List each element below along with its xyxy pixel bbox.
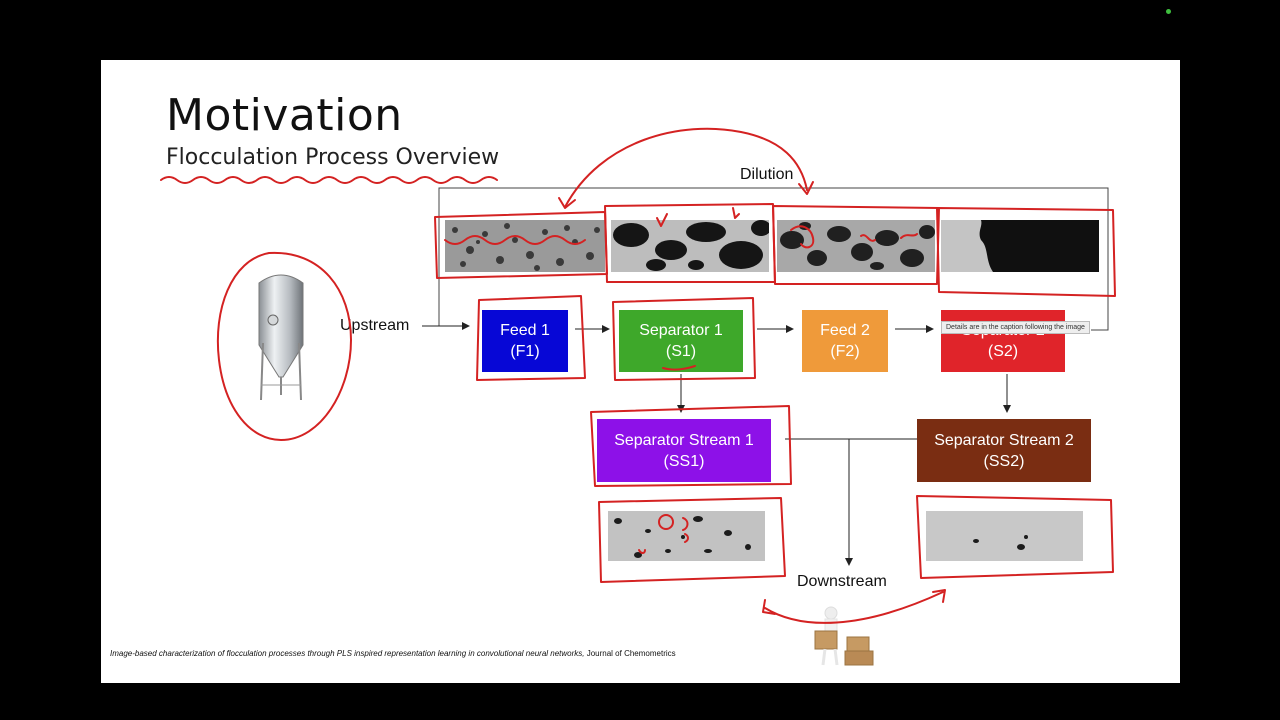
micrograph-feed-2	[777, 220, 935, 272]
node-separator-stream-2: Separator Stream 2 (SS2)	[917, 419, 1091, 482]
delivery-boxes-icon	[814, 606, 874, 666]
upstream-label: Upstream	[340, 317, 410, 334]
downstream-label: Downstream	[797, 573, 887, 590]
node-feed-2-name: Feed 2	[820, 322, 870, 339]
node-feed-1-name: Feed 1	[500, 322, 550, 339]
node-feed-1-abbr: (F1)	[510, 343, 540, 360]
slide-subtitle: Flocculation Process Overview	[166, 145, 500, 170]
image-tooltip: Details are in the caption following the…	[941, 321, 1090, 334]
node-feed-2: Feed 2 (F2)	[802, 310, 888, 372]
dilution-label: Dilution	[740, 166, 794, 183]
node-separator-stream-1-abbr: (SS1)	[663, 452, 705, 470]
micrograph-separator-2	[941, 220, 1099, 272]
node-feed-1: Feed 1 (F1)	[482, 310, 568, 372]
node-separator-1: Separator 1 (S1)	[619, 310, 743, 372]
micrograph-separator-stream-1	[608, 511, 765, 561]
citation-title: Image-based characterization of floccula…	[110, 649, 585, 658]
node-feed-2-abbr: (F2)	[830, 343, 860, 360]
micrograph-separator-1	[611, 220, 769, 272]
micrograph-separator-stream-2	[926, 511, 1083, 561]
presentation-slide: Motivation Flocculation Process Overview	[101, 60, 1180, 683]
node-separator-stream-1-name: Separator Stream 1	[614, 431, 754, 449]
fermentation-tank-icon	[258, 274, 304, 401]
node-separator-stream-2-abbr: (SS2)	[983, 452, 1025, 470]
citation-journal: Journal of Chemometrics	[584, 649, 676, 658]
node-separator-stream-1: Separator Stream 1 (SS1)	[597, 419, 771, 482]
micrograph-feed-1	[445, 220, 605, 272]
citation: Image-based characterization of floccula…	[110, 648, 676, 660]
node-separator-stream-2-name: Separator Stream 2	[934, 431, 1074, 449]
node-separator-2: Separator 2 (S2)	[941, 310, 1065, 372]
status-indicator-dot	[1166, 9, 1171, 14]
node-separator-1-abbr: (S1)	[665, 343, 697, 360]
slide-title: Motivation	[166, 90, 403, 141]
node-separator-2-abbr: (S2)	[987, 343, 1019, 360]
node-separator-1-name: Separator 1	[639, 322, 723, 339]
